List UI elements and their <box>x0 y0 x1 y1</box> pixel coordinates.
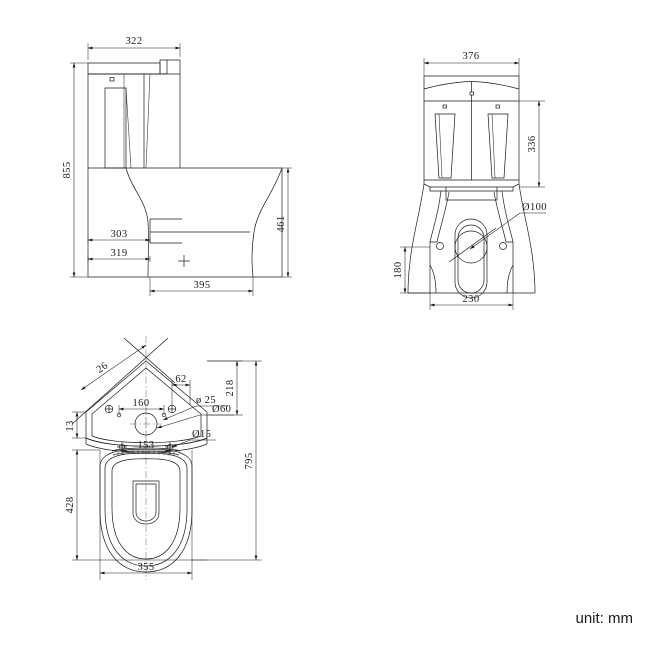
dim-label-26: 26 <box>95 360 111 375</box>
dim-322: 322 <box>87 36 181 60</box>
dim-diameter-25-60: ø 25 Ø60 <box>156 395 234 429</box>
dim-428: 428 <box>65 449 100 561</box>
front-cistern-body <box>423 101 520 180</box>
front-left-button-icon <box>442 104 447 109</box>
dim-336: 336 <box>519 100 545 188</box>
side-elevation-view: 322 855 461 303 319 <box>62 36 292 296</box>
dim-62: 62 <box>171 374 191 405</box>
side-bowl-body <box>87 167 283 278</box>
front-fixing-hole-right <box>499 242 507 250</box>
side-cistern-lid <box>87 59 181 75</box>
dim-label-230: 230 <box>463 294 480 305</box>
dim-label-322: 322 <box>126 36 143 47</box>
dim-label-795: 795 <box>244 453 255 470</box>
dim-461: 461 <box>276 167 292 278</box>
dim-label-180: 180 <box>393 262 404 279</box>
top-plan-view: 26 13 160 62 ø 25 <box>65 336 262 580</box>
dim-26: 26 <box>80 344 147 391</box>
dim-diameter-100: Ø100 <box>469 202 547 250</box>
front-fixing-hole-left <box>436 242 444 250</box>
flush-button-icon <box>109 77 115 82</box>
dim-376: 376 <box>423 51 520 76</box>
dim-label-461: 461 <box>276 216 287 233</box>
dim-diameter-15: Ø15 <box>171 429 216 448</box>
dim-label-218: 218 <box>225 380 236 397</box>
dim-label-diameter-15: Ø15 <box>192 429 211 440</box>
dim-label-13: 13 <box>65 420 76 431</box>
dim-303: 303 <box>87 229 151 243</box>
front-lid-button-icon <box>469 91 474 96</box>
dim-label-376: 376 <box>463 51 480 62</box>
dim-180: 180 <box>393 246 430 294</box>
dim-label-855: 855 <box>62 162 73 179</box>
front-right-button-icon <box>495 104 500 109</box>
dim-13: 13 <box>65 411 86 439</box>
plan-cistern-holes <box>104 404 177 440</box>
dim-label-153: 153 <box>138 440 155 451</box>
front-elevation-view: 376 336 Ø100 180 230 <box>393 51 547 310</box>
dim-label-319: 319 <box>111 248 128 259</box>
waste-outlet-circle <box>454 230 488 264</box>
dim-153: 153 <box>121 440 171 455</box>
dim-label-355: 355 <box>138 562 155 573</box>
dim-label-428: 428 <box>65 497 76 514</box>
dim-label-336: 336 <box>527 136 538 153</box>
unit-note: unit: mm <box>575 610 633 627</box>
front-bowl-body <box>407 179 536 299</box>
dim-230: 230 <box>429 293 514 310</box>
dim-319: 319 <box>87 248 151 262</box>
dim-label-62: 62 <box>175 374 186 385</box>
dim-label-395: 395 <box>194 280 211 291</box>
dim-label-diameter-25: ø 25 <box>196 395 216 406</box>
plan-cistern-outline <box>85 360 208 453</box>
dim-label-diameter-100: Ø100 <box>522 202 547 213</box>
side-cistern-body <box>87 73 181 169</box>
dim-395: 395 <box>149 277 254 296</box>
dim-label-303: 303 <box>111 229 128 240</box>
side-centre-cross-marker <box>178 255 190 267</box>
dim-label-160: 160 <box>133 398 150 409</box>
dim-355: 355 <box>99 562 193 575</box>
dim-label-diameter-60: Ø60 <box>212 404 231 415</box>
front-cistern-lid <box>423 75 520 102</box>
dim-160: 160 <box>118 398 165 415</box>
dim-855: 855 <box>62 62 88 278</box>
